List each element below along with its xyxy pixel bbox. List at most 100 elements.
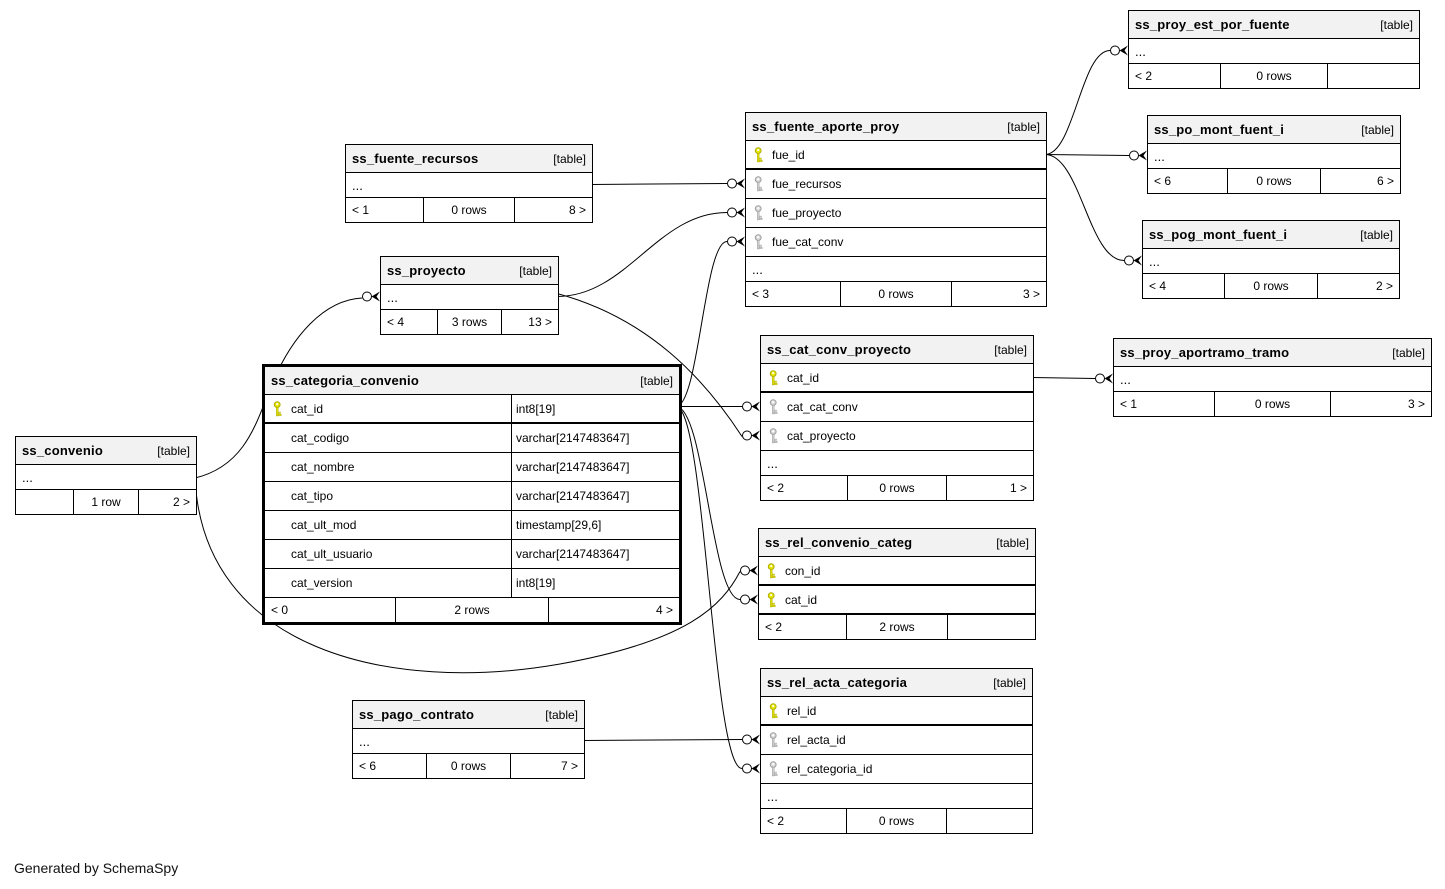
table-type-tag: [table] [157, 443, 190, 458]
foreign-key-icon [746, 176, 772, 192]
table-title[interactable]: ss_categoria_convenio [271, 373, 419, 388]
column-name: cat_id [291, 401, 324, 416]
relationship-line [675, 406, 743, 769]
ellipsis-text: ... [767, 788, 778, 804]
column-row: fue_id [746, 141, 1046, 170]
footer-row-count: 0 rows [1223, 274, 1318, 298]
relationship-line [1044, 154, 1125, 261]
table-title[interactable]: ss_fuente_recursos [352, 151, 479, 166]
edge-circle-decoration [742, 401, 752, 412]
table-type-tag: [table] [1360, 227, 1393, 242]
table-title[interactable]: ss_rel_acta_categoria [767, 675, 908, 690]
edge-arrow-decoration [1104, 373, 1113, 384]
table-title[interactable]: ss_rel_convenio_categ [765, 535, 913, 550]
footer-parent-degree: < 4 [387, 315, 405, 329]
table-header: ss_proy_est_por_fuente[table] [1129, 11, 1419, 39]
edge-arrow-decoration [1119, 45, 1128, 56]
column-name: rel_categoria_id [787, 762, 873, 776]
table-type-tag: [table] [1007, 119, 1040, 134]
column-name: cat_ult_mod [291, 518, 357, 532]
column-datatype: varchar[2147483647] [511, 481, 679, 511]
foreign-key-icon [761, 761, 787, 777]
footer-row-count: 3 rows [436, 310, 502, 334]
column-name: cat_ult_usuario [291, 547, 373, 561]
edge-circle-decoration [740, 565, 750, 576]
columns-ellipsis-row: ... [746, 257, 1046, 282]
columns-ellipsis-row: ... [1129, 39, 1419, 64]
ellipsis-text: ... [387, 289, 398, 305]
edge-arrow-decoration [1133, 255, 1142, 266]
table-title[interactable]: ss_pog_mont_fuent_i [1149, 227, 1288, 242]
footer-parent-degree: < 1 [1120, 397, 1138, 411]
columns-ellipsis-row: ... [1114, 367, 1431, 392]
footer-row-count: 0 rows [840, 282, 950, 306]
footer-parent-degree: < 3 [752, 287, 770, 301]
table-header: ss_pago_contrato[table] [353, 701, 584, 729]
ellipsis-text: ... [359, 733, 370, 749]
edge-circle-decoration [1110, 45, 1120, 56]
relationship-line [1031, 377, 1096, 379]
table-title[interactable]: ss_convenio [22, 443, 103, 458]
edge-circle-decoration [742, 430, 752, 441]
table-header: ss_fuente_aporte_proy [table] [746, 113, 1046, 141]
column-datatype: varchar[2147483647] [511, 539, 679, 569]
footer-parent-degree: < 6 [359, 759, 377, 773]
column-row: fue_cat_conv [746, 228, 1046, 257]
footer-child-degree: 6 > [1319, 169, 1400, 193]
edge-circle-decoration [742, 734, 752, 745]
foreign-key-icon [746, 205, 772, 221]
column-name: cat_nombre [291, 460, 355, 474]
footer-child-degree: 7 > [510, 754, 584, 778]
table-title[interactable]: ss_cat_conv_proyecto [767, 342, 912, 357]
table-title[interactable]: ss_pago_contrato [359, 707, 475, 722]
column-name: con_id [785, 563, 821, 578]
table-header: ss_cat_conv_proyecto[table] [761, 336, 1033, 364]
edge-arrow-decoration [736, 178, 745, 189]
primary-key-icon [759, 591, 785, 608]
table-title[interactable]: ss_fuente_aporte_proy [752, 119, 900, 134]
footer-row-count: 1 row [72, 490, 139, 514]
edge-arrow-decoration [749, 594, 758, 605]
table-type-tag: [table] [519, 263, 552, 278]
primary-key-icon [761, 369, 787, 386]
edge-circle-decoration [740, 594, 750, 605]
footer-row-count: 0 rows [425, 754, 511, 778]
column-name: fue_id [772, 147, 805, 162]
ellipsis-text: ... [767, 455, 778, 471]
edge-circle-decoration [727, 236, 737, 247]
footer-parent-degree: < 4 [1149, 279, 1167, 293]
column-datatype: int8[19] [511, 394, 679, 423]
table-type-tag: [table] [1392, 345, 1425, 360]
table-header: ss_proy_aportramo_tramo [table] [1114, 339, 1431, 367]
table-title[interactable]: ss_po_mont_fuent_i [1154, 122, 1285, 137]
table-header: ss_po_mont_fuent_i[table] [1148, 116, 1400, 144]
column-datatype: int8[19] [511, 568, 679, 598]
table-type-tag: [table] [993, 675, 1026, 690]
primary-key-icon [746, 146, 772, 163]
ellipsis-text: ... [1149, 253, 1160, 269]
table-title[interactable]: ss_proy_est_por_fuente [1135, 17, 1290, 32]
table-title[interactable]: ss_proy_aportramo_tramo [1120, 345, 1290, 360]
footer-row-count: 0 rows [1213, 392, 1331, 416]
columns-ellipsis-row: ... [346, 173, 592, 198]
edge-arrow-decoration [751, 430, 760, 441]
foreign-key-icon [761, 428, 787, 444]
footer-child-degree: 1 > [946, 476, 1033, 500]
footer-child-degree: 3 > [950, 282, 1046, 306]
footer-row-count: 2 rows [395, 598, 548, 622]
table-title[interactable]: ss_proyecto [387, 263, 466, 278]
footer-row-count: 0 rows [1220, 64, 1327, 88]
